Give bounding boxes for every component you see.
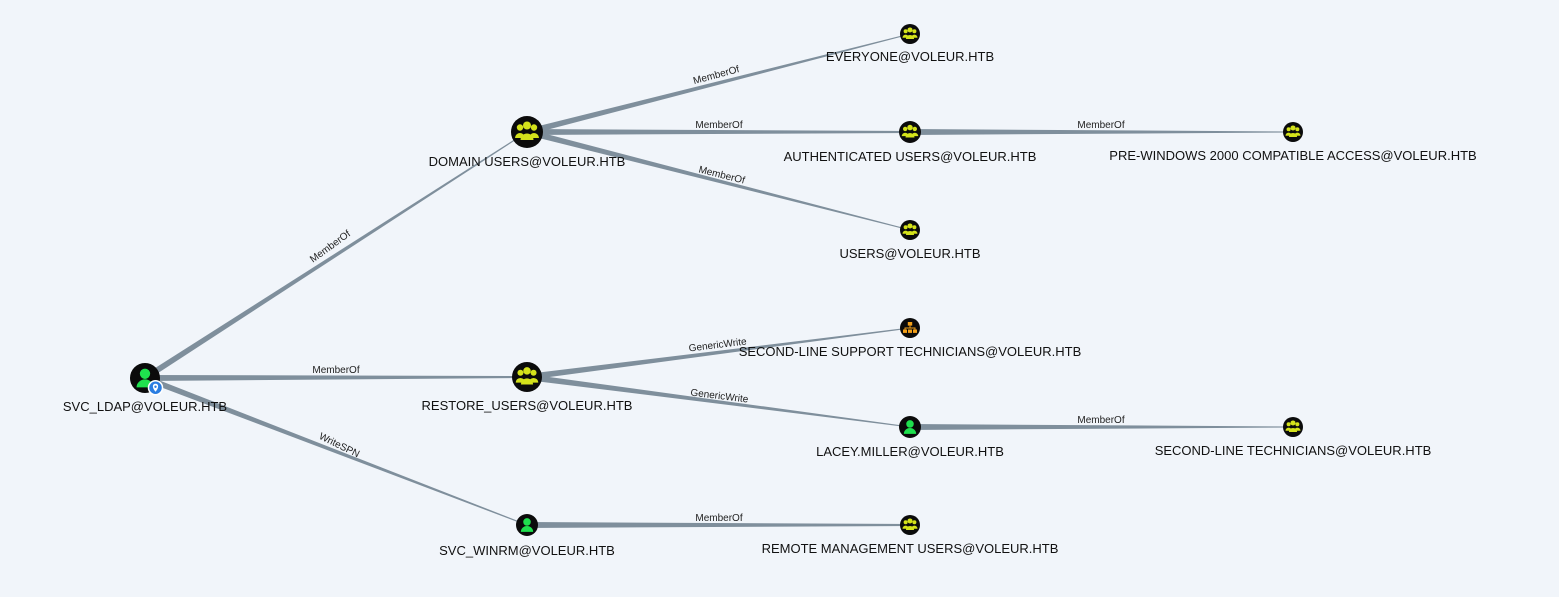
- node-svc_winrm[interactable]: SVC_WINRM@VOLEUR.HTB: [439, 514, 615, 558]
- node-label: SECOND-LINE TECHNICIANS@VOLEUR.HTB: [1155, 443, 1432, 458]
- node-label: AUTHENTICATED USERS@VOLEUR.HTB: [784, 149, 1037, 164]
- node-users[interactable]: USERS@VOLEUR.HTB: [839, 220, 981, 261]
- group-icon: [515, 121, 539, 140]
- node-remote_management_users[interactable]: REMOTE MANAGEMENT USERS@VOLEUR.HTB: [762, 515, 1059, 556]
- edge-line[interactable]: [526, 374, 911, 428]
- edge-line[interactable]: [527, 129, 910, 135]
- edge-domain_users-authenticated_users[interactable]: MemberOf: [527, 120, 910, 135]
- node-second_line_technicians[interactable]: SECOND-LINE TECHNICIANS@VOLEUR.HTB: [1155, 417, 1432, 458]
- edge-domain_users-users[interactable]: MemberOf: [526, 129, 911, 231]
- node-circle[interactable]: [899, 121, 921, 143]
- group-icon: [902, 518, 918, 530]
- edge-label: MemberOf: [1077, 415, 1124, 426]
- node-circle[interactable]: [900, 24, 920, 44]
- edge-svc_ldap-restore_users[interactable]: MemberOf: [145, 365, 527, 381]
- node-label: REMOTE MANAGEMENT USERS@VOLEUR.HTB: [762, 541, 1059, 556]
- nodes-layer: SVC_LDAP@VOLEUR.HTB DOMAIN USERS@VOLEUR.H…: [63, 24, 1477, 558]
- node-label: RESTORE_USERS@VOLEUR.HTB: [422, 398, 633, 413]
- node-second_line_support[interactable]: SECOND-LINE SUPPORT TECHNICIANS@VOLEUR.H…: [739, 318, 1082, 359]
- node-circle[interactable]: [512, 362, 542, 392]
- node-label: PRE-WINDOWS 2000 COMPATIBLE ACCESS@VOLEU…: [1109, 148, 1476, 163]
- node-circle[interactable]: [900, 220, 920, 240]
- edge-label: MemberOf: [312, 365, 359, 376]
- group-icon: [1285, 125, 1301, 137]
- node-restore_users[interactable]: RESTORE_USERS@VOLEUR.HTB: [422, 362, 633, 413]
- edge-label: MemberOf: [1077, 120, 1124, 131]
- node-svc_ldap[interactable]: SVC_LDAP@VOLEUR.HTB: [63, 363, 227, 414]
- node-label: SVC_WINRM@VOLEUR.HTB: [439, 543, 615, 558]
- edge-line[interactable]: [143, 131, 528, 381]
- edge-line[interactable]: [526, 327, 911, 381]
- edge-line[interactable]: [145, 375, 527, 381]
- node-lacey_miller[interactable]: LACEY.MILLER@VOLEUR.HTB: [816, 416, 1004, 459]
- user-icon: [520, 518, 534, 532]
- owned-marker-icon: [147, 380, 164, 396]
- edge-line[interactable]: [910, 424, 1293, 430]
- node-label: EVERYONE@VOLEUR.HTB: [826, 49, 994, 64]
- node-circle[interactable]: [1283, 122, 1303, 142]
- edges-layer: MemberOfMemberOfWriteSPNMemberOfMemberOf…: [143, 33, 1293, 528]
- group-icon: [902, 27, 918, 39]
- node-circle[interactable]: [511, 116, 543, 148]
- node-circle[interactable]: [1283, 417, 1303, 437]
- edge-svc_winrm-remote_management_users[interactable]: MemberOf: [527, 513, 910, 528]
- node-everyone[interactable]: EVERYONE@VOLEUR.HTB: [826, 24, 994, 64]
- edge-label: MemberOf: [695, 513, 742, 524]
- node-pre_windows_2000[interactable]: PRE-WINDOWS 2000 COMPATIBLE ACCESS@VOLEU…: [1109, 122, 1477, 163]
- node-domain_users[interactable]: DOMAIN USERS@VOLEUR.HTB: [429, 116, 626, 169]
- edge-line[interactable]: [526, 33, 911, 135]
- edge-authenticated_users-pre_windows_2000[interactable]: MemberOf: [910, 120, 1293, 135]
- edge-restore_users-lacey_miller[interactable]: GenericWrite: [526, 374, 911, 428]
- group-icon: [515, 367, 539, 385]
- node-label: DOMAIN USERS@VOLEUR.HTB: [429, 154, 626, 169]
- node-label: USERS@VOLEUR.HTB: [839, 246, 980, 261]
- node-label: LACEY.MILLER@VOLEUR.HTB: [816, 444, 1004, 459]
- group-icon: [901, 124, 919, 138]
- edge-line[interactable]: [527, 522, 910, 528]
- edge-lacey_miller-second_line_technicians[interactable]: MemberOf: [910, 415, 1293, 430]
- edge-line[interactable]: [910, 129, 1293, 135]
- group-icon: [1285, 420, 1301, 432]
- edge-line[interactable]: [526, 129, 911, 231]
- edge-line[interactable]: [143, 375, 528, 526]
- node-label: SECOND-LINE SUPPORT TECHNICIANS@VOLEUR.H…: [739, 344, 1082, 359]
- ou-icon: [903, 322, 917, 333]
- node-authenticated_users[interactable]: AUTHENTICATED USERS@VOLEUR.HTB: [784, 121, 1037, 164]
- node-label: SVC_LDAP@VOLEUR.HTB: [63, 399, 227, 414]
- edge-label: MemberOf: [695, 120, 742, 131]
- node-circle[interactable]: [900, 515, 920, 535]
- user-icon: [903, 420, 917, 434]
- edge-restore_users-second_line_support[interactable]: GenericWrite: [526, 327, 911, 381]
- group-icon: [902, 223, 918, 235]
